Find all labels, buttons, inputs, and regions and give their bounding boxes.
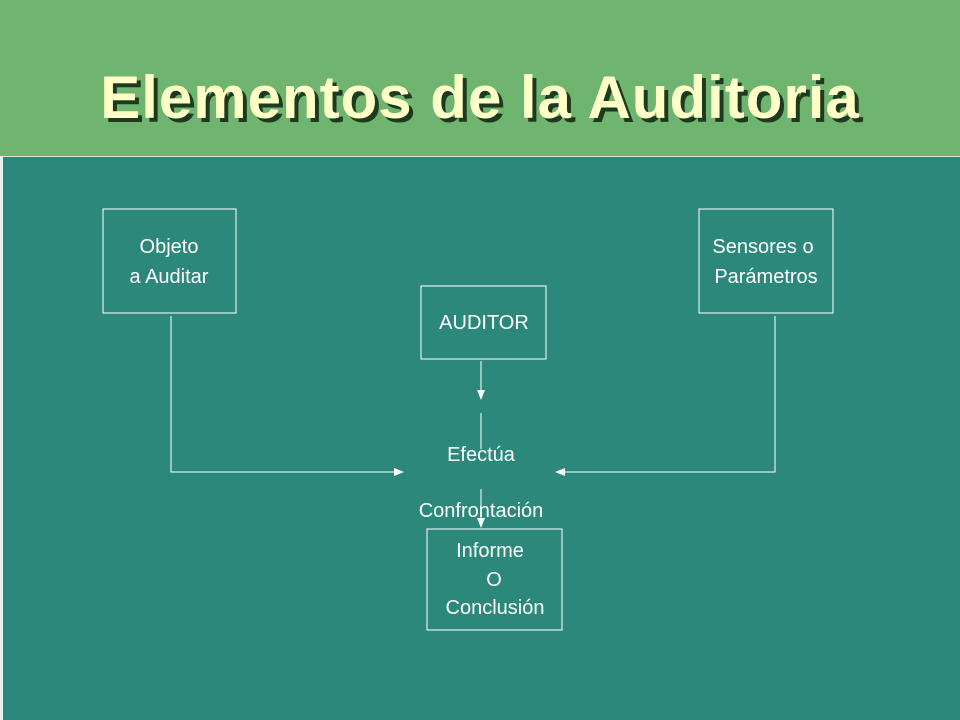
- sensores-box: [698, 208, 834, 314]
- left-edge-divider: [0, 156, 3, 720]
- objeto-label-line2: a Auditar: [130, 266, 209, 288]
- informe-box: [426, 528, 563, 631]
- informe-label-line2: O: [486, 569, 502, 591]
- efectua-label: Efectúa: [447, 444, 516, 466]
- title-bar: Elementos de la Auditoria: [0, 0, 960, 157]
- objeto-label-line1: Objeto: [140, 236, 199, 258]
- page-title: Elementos de la Auditoria: [100, 64, 860, 131]
- sensores-to-center-arrow: [555, 316, 776, 476]
- sensores-node: Sensores o Parámetros: [698, 208, 834, 314]
- auditor-label: AUDITOR: [439, 312, 529, 334]
- informe-node: Informe O Conclusión: [426, 528, 563, 631]
- auditor-node: AUDITOR: [420, 285, 547, 360]
- sensores-label-line1: Sensores o: [712, 236, 813, 258]
- confrontacion-label: Confrontación: [419, 500, 544, 522]
- objeto-box: [102, 208, 237, 314]
- objeto-node: Objeto a Auditar: [102, 208, 237, 314]
- informe-label-line3: Conclusión: [446, 597, 545, 619]
- informe-label-line1: Informe: [456, 540, 524, 562]
- sensores-label-line2: Parámetros: [714, 266, 817, 288]
- auditor-box: [420, 285, 547, 360]
- objeto-to-center-arrow: [170, 316, 404, 476]
